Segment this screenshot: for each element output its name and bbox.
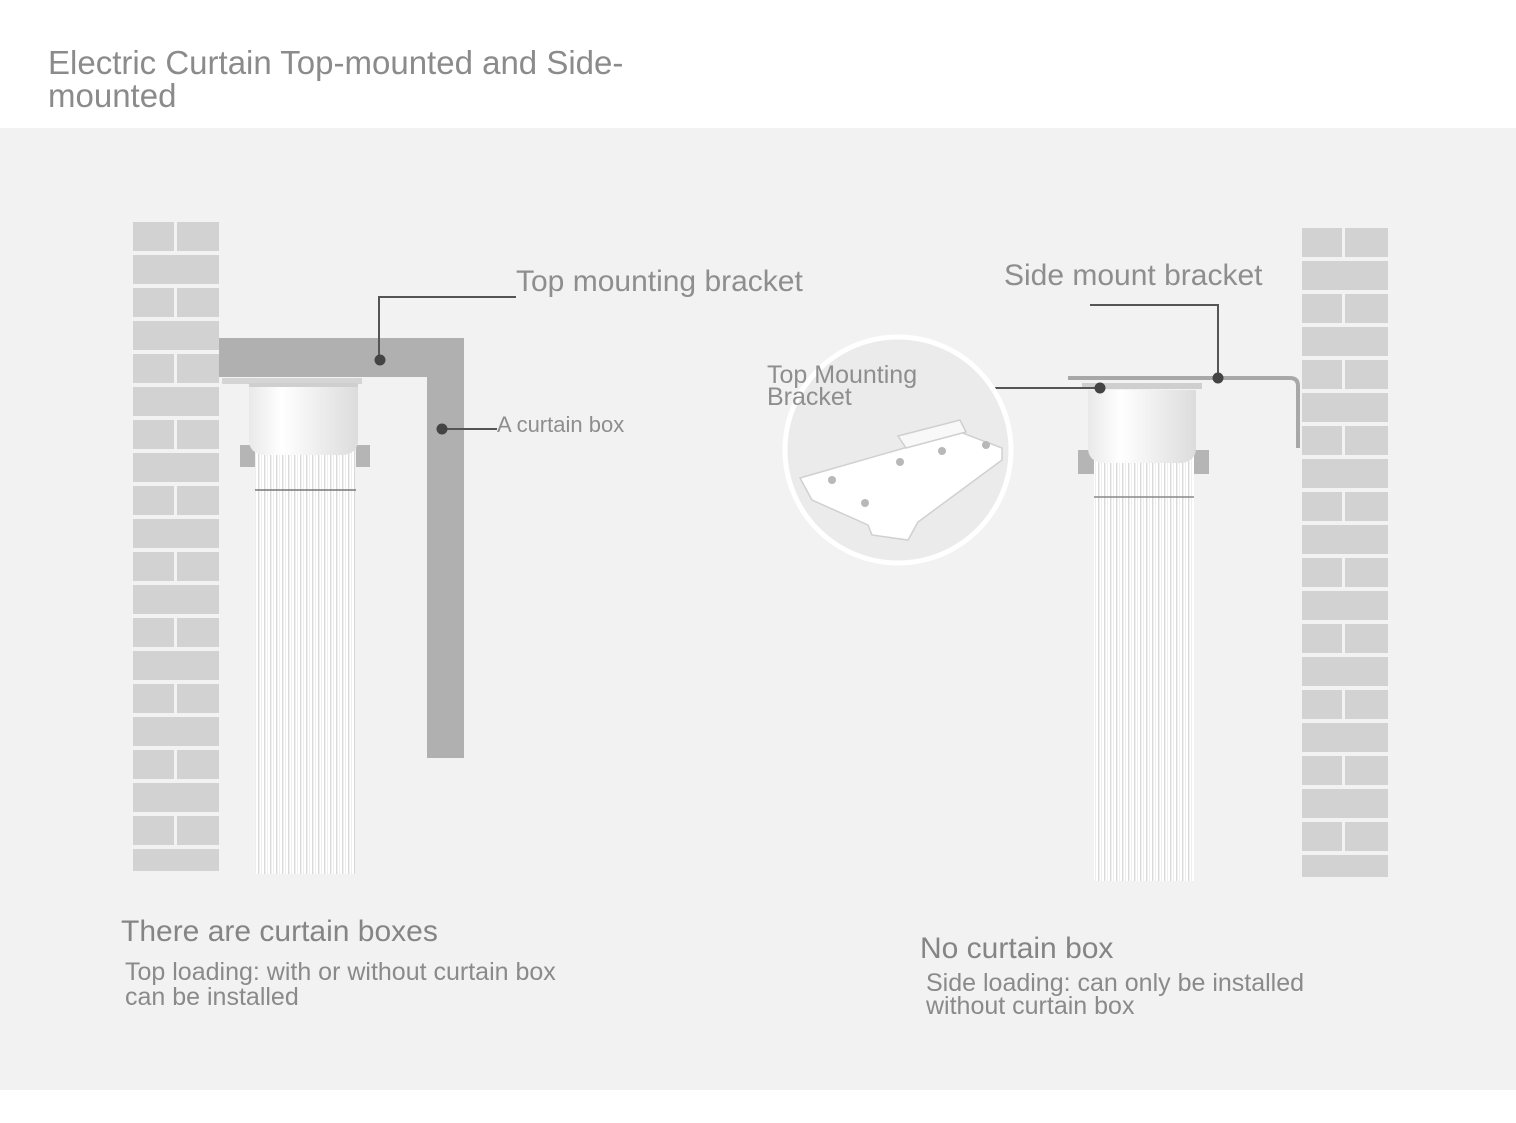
- curtain-box-leader: [436, 423, 497, 435]
- inset-top-mounting-bracket-label: Top Mounting Bracket: [767, 361, 918, 411]
- side-mount-bracket-label: Side mount bracket: [1004, 259, 1263, 292]
- side-bracket-leader: [1090, 304, 1224, 384]
- right-brick-wall: [1302, 228, 1388, 877]
- left-brick-wall: [133, 222, 219, 871]
- right-caption-text: Side loading: can only be installed with…: [926, 969, 1305, 1020]
- bracket-detail-inset: [782, 334, 1014, 566]
- top-mounting-bracket-label: Top mounting bracket: [516, 265, 803, 298]
- side-mount-bracket-shape: [1068, 376, 1300, 448]
- right-curtain: [1078, 383, 1209, 881]
- right-caption-heading: No curtain box: [920, 932, 1114, 965]
- curtain-box-shape: [219, 338, 464, 758]
- page-title: Electric Curtain Top-mounted and Side-mo…: [48, 44, 624, 114]
- top-bracket-marker: [374, 354, 386, 366]
- left-caption-text: Top loading: with or without curtain box…: [125, 958, 556, 1011]
- left-curtain: [222, 378, 370, 874]
- left-caption-heading: There are curtain boxes: [121, 915, 438, 948]
- top-bracket-leader: [378, 296, 516, 360]
- diagram-panel: [0, 128, 1516, 1090]
- curtain-box-label: A curtain box: [497, 412, 625, 437]
